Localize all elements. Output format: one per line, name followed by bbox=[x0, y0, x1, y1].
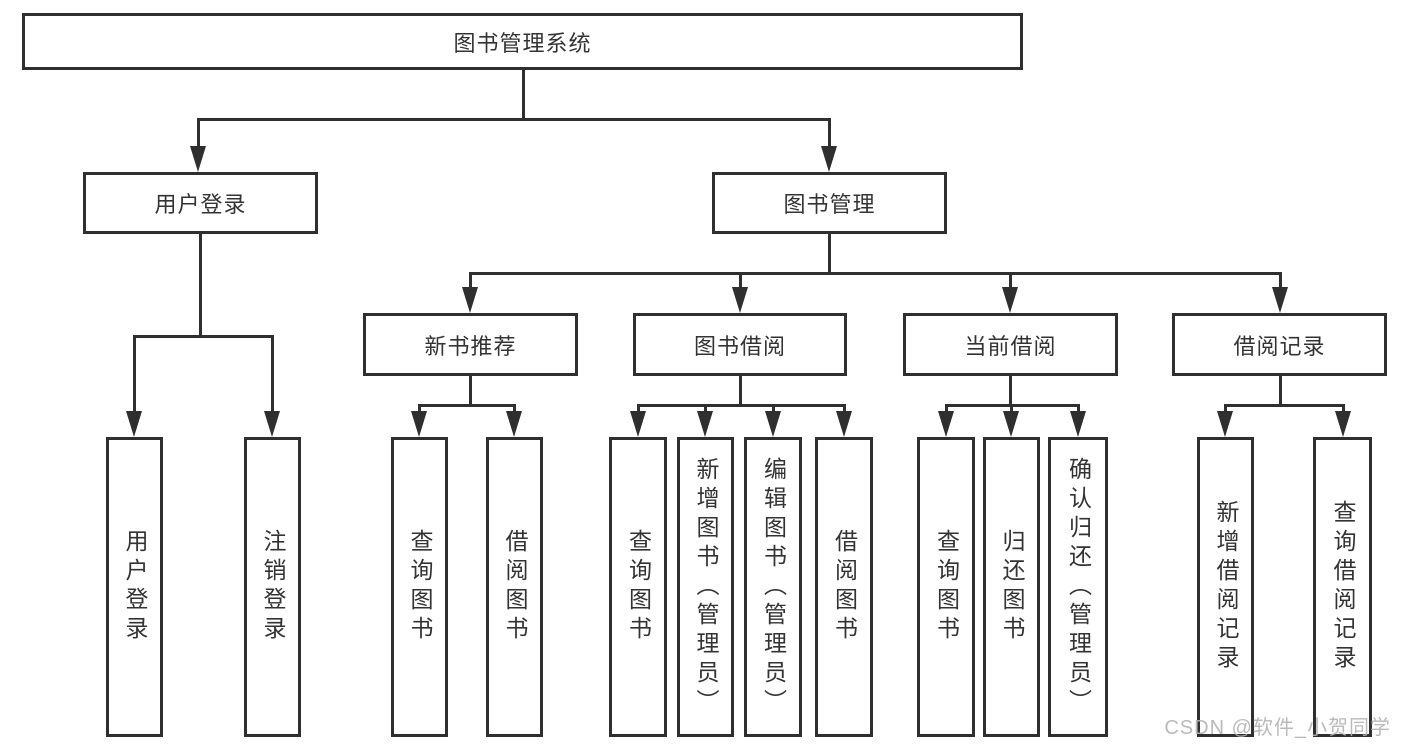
node-label: 确认归还（管理员） bbox=[1065, 456, 1092, 718]
connector-line bbox=[1009, 376, 1012, 407]
node-label: 注销登录 bbox=[260, 529, 286, 645]
connector-line bbox=[739, 376, 742, 407]
connector-line bbox=[945, 404, 948, 413]
node-library-system: 图书管理系统 bbox=[22, 13, 1023, 70]
node-br-query-record: 查询借阅记录 bbox=[1313, 437, 1372, 737]
arrow-down-icon bbox=[1272, 287, 1288, 313]
connector-line bbox=[418, 404, 516, 407]
connector-line bbox=[199, 234, 202, 338]
connector-line bbox=[1224, 404, 1344, 407]
connector-line bbox=[469, 376, 472, 407]
connector-line bbox=[133, 335, 274, 338]
node-label: 借阅记录 bbox=[1233, 333, 1326, 359]
node-label: 借阅图书 bbox=[502, 529, 528, 645]
node-nbr-borrow-books: 借阅图书 bbox=[486, 437, 543, 737]
node-label: 新增借阅记录 bbox=[1213, 500, 1239, 674]
connector-line bbox=[739, 272, 742, 289]
connector-line bbox=[198, 118, 831, 121]
node-bb-edit-books-admin: 编辑图书（管理员） bbox=[744, 437, 802, 737]
node-new-book-recommend: 新书推荐 bbox=[363, 313, 578, 376]
connector-line bbox=[637, 404, 640, 413]
connector-line bbox=[133, 335, 136, 413]
node-current-borrowing: 当前借阅 bbox=[903, 313, 1118, 376]
connector-line bbox=[1009, 272, 1012, 289]
node-label: 用户登录 bbox=[122, 529, 148, 645]
node-label: 用户登录 bbox=[154, 192, 247, 217]
node-label: 新增图书（管理员） bbox=[693, 456, 719, 718]
node-label: 图书管理系统 bbox=[453, 30, 592, 56]
connector-line bbox=[1279, 272, 1282, 289]
node-label: 图书借阅 bbox=[693, 333, 786, 359]
node-label: 编辑图书（管理员） bbox=[760, 456, 787, 718]
node-label: 查询图书 bbox=[625, 529, 652, 645]
arrow-down-icon bbox=[765, 411, 781, 437]
node-logout: 注销登录 bbox=[244, 437, 301, 737]
connector-line bbox=[704, 404, 707, 413]
node-bb-borrow-books: 借阅图书 bbox=[815, 437, 873, 737]
arrow-down-icon bbox=[836, 411, 852, 437]
node-nbr-query-books: 查询图书 bbox=[391, 437, 448, 737]
connector-line bbox=[1279, 376, 1282, 407]
connector-line bbox=[1010, 404, 1013, 413]
arrow-down-icon bbox=[264, 411, 280, 437]
node-book-management: 图书管理 bbox=[712, 172, 947, 234]
arrow-down-icon bbox=[938, 411, 954, 437]
arrow-down-icon bbox=[126, 411, 142, 437]
connector-line bbox=[469, 272, 1282, 275]
arrow-down-icon bbox=[630, 411, 646, 437]
arrow-down-icon bbox=[1003, 411, 1019, 437]
watermark-text: CSDN @软件_小贺同学 bbox=[1164, 717, 1391, 739]
node-bb-add-books-admin: 新增图书（管理员） bbox=[677, 437, 734, 737]
node-user-login: 用户登录 bbox=[106, 437, 163, 737]
connector-line bbox=[469, 272, 472, 289]
node-br-add-record: 新增借阅记录 bbox=[1197, 437, 1254, 737]
connector-line bbox=[772, 404, 775, 413]
node-cb-confirm-return-admin: 确认归还（管理员） bbox=[1048, 437, 1108, 737]
arrow-down-icon bbox=[697, 411, 713, 437]
connector-line bbox=[197, 118, 200, 148]
connector-line bbox=[271, 335, 274, 413]
node-label: 查询借阅记录 bbox=[1330, 500, 1356, 674]
node-label: 借阅图书 bbox=[831, 529, 858, 645]
arrow-down-icon bbox=[1002, 287, 1018, 313]
arrow-down-icon bbox=[732, 287, 748, 313]
node-user-login-group: 用户登录 bbox=[83, 172, 318, 234]
connector-line bbox=[843, 404, 846, 413]
node-borrowing-records: 借阅记录 bbox=[1172, 313, 1387, 376]
connector-line bbox=[513, 404, 516, 413]
connector-line bbox=[418, 404, 421, 413]
connector-line bbox=[522, 70, 525, 121]
node-label: 新书推荐 bbox=[424, 333, 517, 359]
connector-line bbox=[1077, 404, 1080, 413]
connector-line bbox=[1342, 404, 1345, 413]
connector-line bbox=[828, 234, 831, 275]
node-cb-return-books: 归还图书 bbox=[983, 437, 1040, 737]
arrow-down-icon bbox=[462, 287, 478, 313]
node-book-borrowing: 图书借阅 bbox=[633, 313, 847, 376]
connector-line bbox=[1224, 404, 1227, 413]
arrow-down-icon bbox=[506, 411, 522, 437]
node-label: 查询图书 bbox=[933, 529, 960, 645]
node-label: 当前借阅 bbox=[964, 333, 1057, 359]
arrow-down-icon bbox=[821, 146, 837, 172]
connector-line bbox=[828, 118, 831, 148]
node-bb-query-books: 查询图书 bbox=[609, 437, 667, 737]
node-label: 图书管理 bbox=[783, 192, 876, 217]
arrow-down-icon bbox=[190, 146, 206, 172]
node-label: 归还图书 bbox=[999, 529, 1025, 645]
arrow-down-icon bbox=[411, 411, 427, 437]
node-label: 查询图书 bbox=[407, 529, 433, 645]
node-cb-query-books: 查询图书 bbox=[917, 437, 975, 737]
arrow-down-icon bbox=[1070, 411, 1086, 437]
connector-line bbox=[637, 404, 845, 407]
arrow-down-icon bbox=[1217, 411, 1233, 437]
arrow-down-icon bbox=[1335, 411, 1351, 437]
